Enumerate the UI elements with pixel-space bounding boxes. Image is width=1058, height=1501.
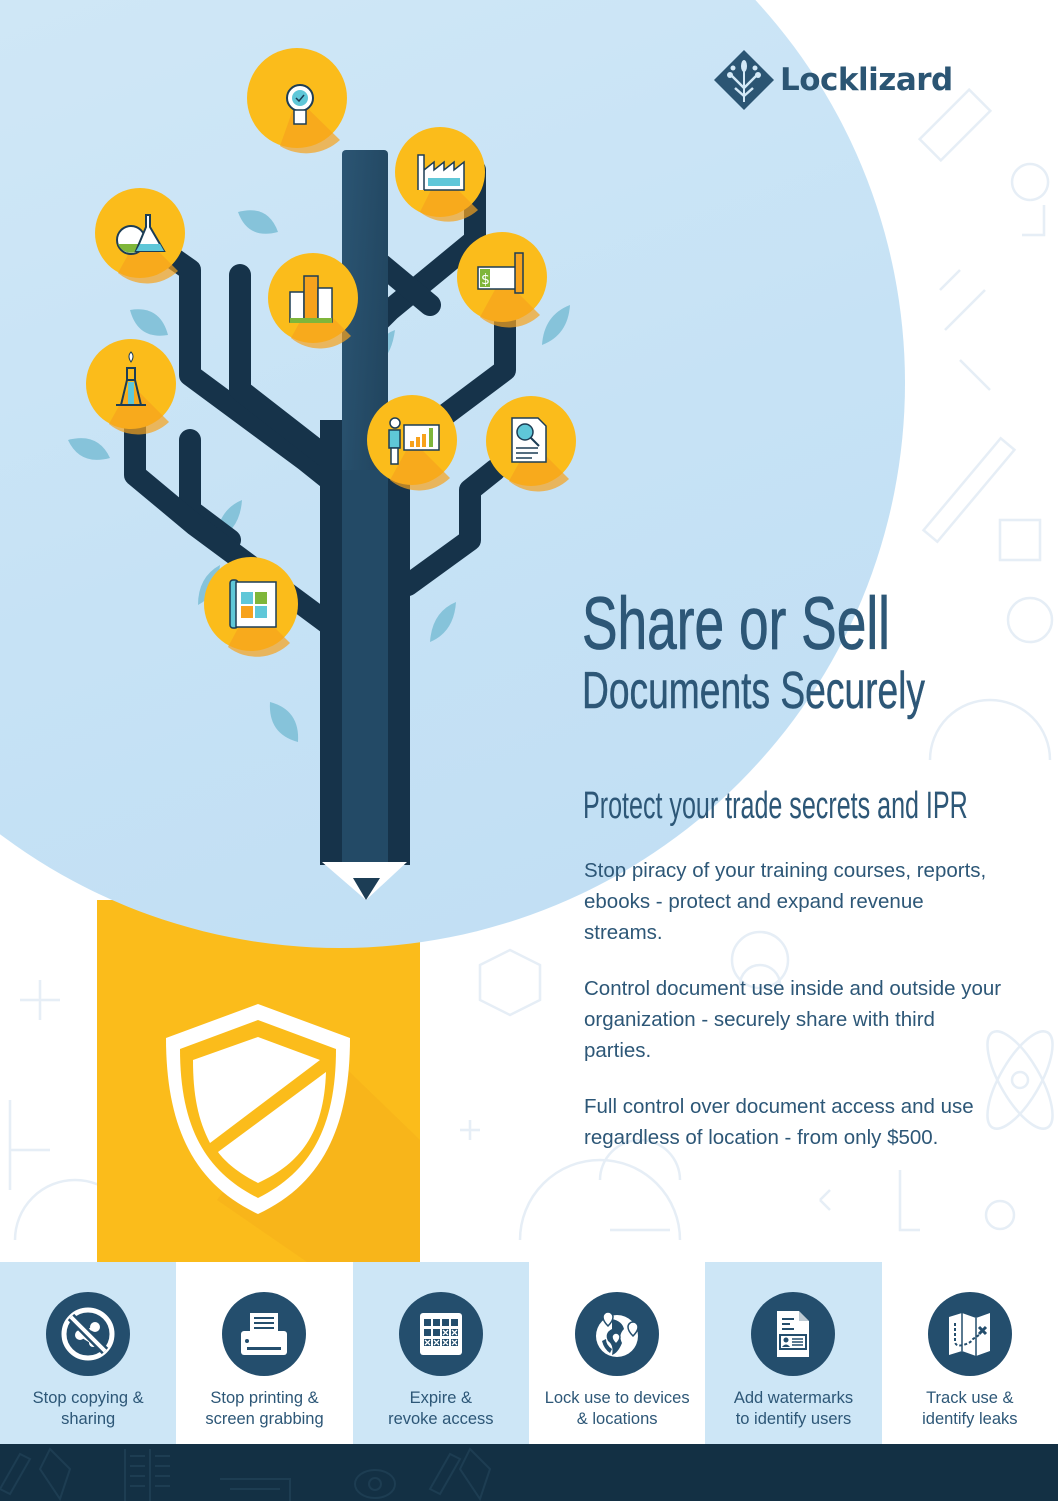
paragraph: Stop piracy of your training courses, re… [584,859,987,944]
feature-label: Track use & identify leaks [922,1389,1018,1428]
feature-label: Stop copying & sharing [32,1389,144,1428]
feature-expire-access: Expire & revoke access [352,1262,529,1444]
printer-icon [222,1292,307,1376]
feature-label: Add watermarks to identify users [733,1389,854,1428]
locklizard-logo-icon [714,50,774,110]
tree-illustration: $ [68,48,576,900]
background-pattern [8,87,1054,1241]
tagline: Protect your trade secrets and IPR [583,785,968,827]
treasure-map-icon [927,1292,1012,1376]
calendar-icon [398,1292,483,1376]
feature-label: Stop printing & screen grabbing [205,1389,324,1428]
feature-strip: Stop copying & sharing Stop printing & s… [0,1262,1058,1444]
feature-track-use: Track use & identify leaks [881,1262,1058,1444]
paragraph: Control document use inside and outside … [584,977,1002,1062]
feature-lock-devices: Lock use to devices & locations [528,1262,706,1444]
paragraph: Full control over document access and us… [584,1095,974,1149]
headline: Share or Sell Documents Securely [582,582,1058,720]
no-share-icon [46,1292,131,1376]
brand-logo: Locklizard [712,48,953,112]
feature-stop-printing: Stop printing & screen grabbing [176,1262,353,1444]
page-subtitle: Documents Securely [582,662,926,720]
brand-name: Locklizard [780,62,953,98]
body-copy: Stop piracy of your training courses, re… [584,855,1004,1178]
watermark-document-icon [751,1292,836,1376]
globe-pins-icon [575,1292,660,1376]
svg-text:$: $ [481,272,490,288]
footer-band [0,1444,1058,1501]
feature-watermarks: Add watermarks to identify users [705,1262,882,1444]
feature-stop-copying: Stop copying & sharing [0,1262,177,1444]
feature-label: Lock use to devices & locations [544,1389,690,1428]
page-title: Share or Sell [582,582,891,665]
feature-label: Expire & revoke access [388,1389,494,1428]
shield-icon [166,1004,350,1214]
